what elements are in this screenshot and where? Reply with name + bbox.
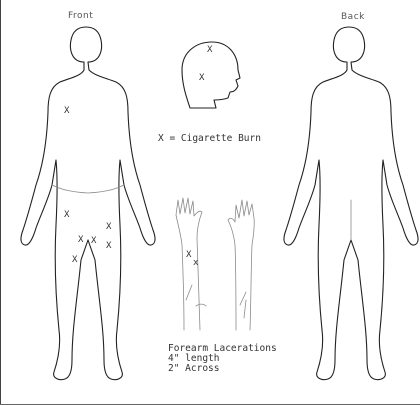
- forearm-left-sketch: [176, 198, 206, 330]
- legend-text: X = Cigarette Burn: [158, 133, 261, 144]
- forearm-note: Forearm Lacerations 4" length 2" Across: [168, 344, 277, 374]
- back-body-figure: [284, 27, 418, 380]
- front-label: Front: [68, 11, 93, 21]
- burn-mark-knee-right: X: [106, 242, 111, 251]
- front-body-figure: [21, 27, 155, 380]
- burn-mark-forearm-1: X: [186, 251, 191, 260]
- burn-mark-forearm-2: x: [193, 259, 198, 268]
- burn-mark-head-2: X: [199, 74, 204, 83]
- burn-mark-head-1: X: [207, 46, 212, 55]
- burn-mark-crotch-2: X: [91, 237, 96, 246]
- burn-mark-crotch-1: X: [78, 236, 83, 245]
- burn-mark-thigh-left: X: [64, 211, 69, 220]
- note-across: 2" Across: [168, 363, 219, 374]
- burn-mark-knee-left: X: [72, 256, 77, 265]
- forearm-right-sketch: [228, 200, 254, 330]
- burn-mark-chest: X: [64, 107, 69, 116]
- back-label: Back: [341, 12, 365, 22]
- burn-mark-thigh-right: X: [106, 223, 111, 232]
